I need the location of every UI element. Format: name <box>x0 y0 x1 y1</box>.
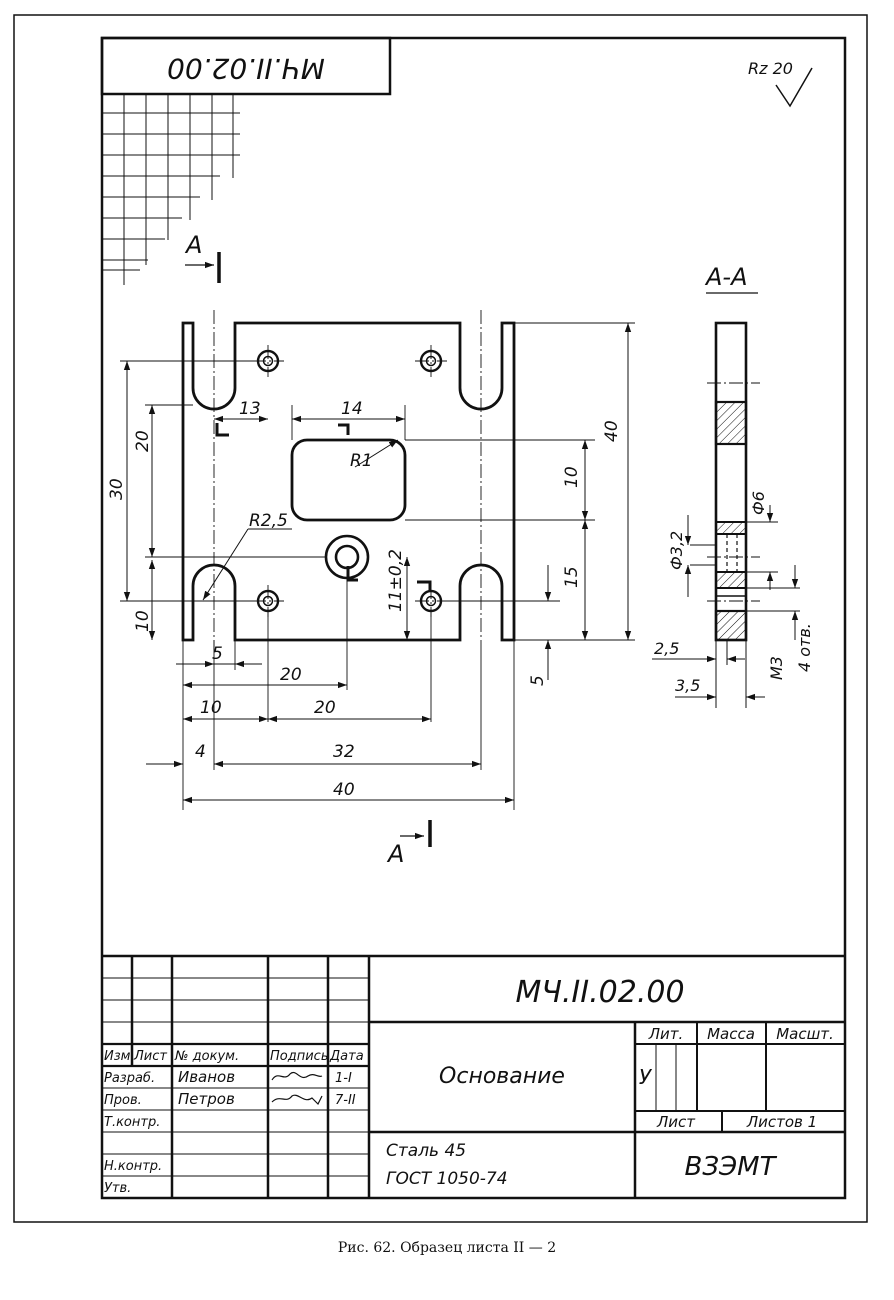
dim-phi32: Ф3,2 <box>667 531 686 570</box>
tb-tkontr-label: Т.контр. <box>104 1115 160 1130</box>
extension-lines <box>120 322 635 810</box>
title-block-text: МЧ.II.02.00 Основание Сталь 45 ГОСТ 1050… <box>104 975 834 1196</box>
section-mark-top: А <box>184 231 221 283</box>
dimension-texts: 13 14 R1 R2,5 40 20 30 10 10 15 11±0,2 5… <box>107 399 622 800</box>
roughness-label: Rz 20 <box>748 59 793 78</box>
dim-40v: 40 <box>602 420 622 442</box>
title-block <box>102 954 845 1198</box>
signature-petrov <box>271 1094 323 1106</box>
dim-40h: 40 <box>333 780 355 800</box>
section-letter-top: А <box>184 231 202 259</box>
tb-razrab-date: 1-I <box>335 1071 352 1086</box>
tb-prov-name: Петров <box>178 1090 235 1108</box>
dim-35: 3,5 <box>675 676 700 695</box>
tb-prov-date: 7-II <box>335 1093 356 1108</box>
corner-grid <box>102 94 240 285</box>
section-letter-bottom: А <box>386 840 404 868</box>
dim-4: 4 <box>195 742 206 762</box>
tb-mass-label: Масса <box>707 1025 755 1043</box>
dim-15v: 15 <box>562 566 582 588</box>
tb-scale-label: Масшт. <box>776 1025 834 1043</box>
cut-markers <box>215 423 432 592</box>
dim-holes: 4 отв. <box>795 623 814 672</box>
tb-col-doc: № докум. <box>174 1049 239 1064</box>
section-view: А-А <box>652 263 814 708</box>
dim-10v: 10 <box>133 610 153 632</box>
dim-14: 14 <box>341 399 363 419</box>
tb-razrab-label: Разраб. <box>104 1071 155 1086</box>
tb-utv-label: Утв. <box>104 1181 131 1196</box>
tb-material-2: ГОСТ 1050-74 <box>386 1169 508 1189</box>
center-window <box>290 438 407 522</box>
tb-sheet-label: Лист <box>656 1113 696 1131</box>
roughness-symbol: Rz 20 <box>748 59 813 108</box>
tb-sheets-label: Листов 1 <box>746 1113 817 1131</box>
plate-outline <box>181 321 516 642</box>
dim-20a: 20 <box>280 665 302 685</box>
rotated-designation-box: МЧ.II.02.00 <box>100 36 392 96</box>
sheet-outer-border <box>13 14 868 1223</box>
tb-designation: МЧ.II.02.00 <box>515 975 684 1010</box>
section-body <box>714 321 748 642</box>
tb-col-list: Лист <box>133 1049 167 1064</box>
dim-5h: 5 <box>212 644 223 664</box>
dim-20b: 20 <box>314 698 336 718</box>
section-mark-bottom: А <box>386 820 432 868</box>
dim-10b: 10 <box>200 698 222 718</box>
dim-32: 32 <box>333 742 355 762</box>
tb-material-1: Сталь 45 <box>386 1141 466 1161</box>
tb-nkontr-label: Н.контр. <box>104 1159 162 1174</box>
tb-part-name: Основание <box>439 1064 565 1089</box>
dim-25: 2,5 <box>654 639 679 658</box>
drawing-frame <box>100 36 847 1200</box>
signature-ivanov <box>271 1072 323 1081</box>
tb-lit-label: Лит. <box>648 1025 684 1043</box>
section-title: А-А <box>704 263 748 291</box>
dim-30v: 30 <box>107 478 127 500</box>
tb-col-izm: Изм. <box>104 1049 135 1064</box>
tb-col-date: Дата <box>329 1049 364 1064</box>
dim-r25: R2,5 <box>249 511 288 531</box>
plate-main-view <box>181 321 516 642</box>
dim-20v: 20 <box>133 430 153 452</box>
figure-caption: Рис. 62. Образец листа II — 2 <box>337 1240 557 1256</box>
tb-razrab-name: Иванов <box>178 1068 235 1086</box>
dim-phi6: Ф6 <box>749 491 768 515</box>
dimension-lines <box>123 323 632 804</box>
dim-10-window: 10 <box>562 466 582 488</box>
tb-prov-label: Пров. <box>104 1093 142 1108</box>
dim-13: 13 <box>239 399 261 419</box>
tb-col-sign: Подпись <box>270 1049 328 1064</box>
tb-organization: ВЗЭМТ <box>685 1152 778 1182</box>
dim-r1: R1 <box>350 451 373 471</box>
dim-5v: 5 <box>528 675 548 686</box>
dim-tolerance: 11±0,2 <box>386 549 406 612</box>
dim-m3: М3 <box>767 656 786 680</box>
rotated-designation-text: МЧ.II.02.00 <box>167 52 325 85</box>
center-boss-inner <box>334 544 360 570</box>
tb-lit-value: У <box>639 1065 653 1089</box>
